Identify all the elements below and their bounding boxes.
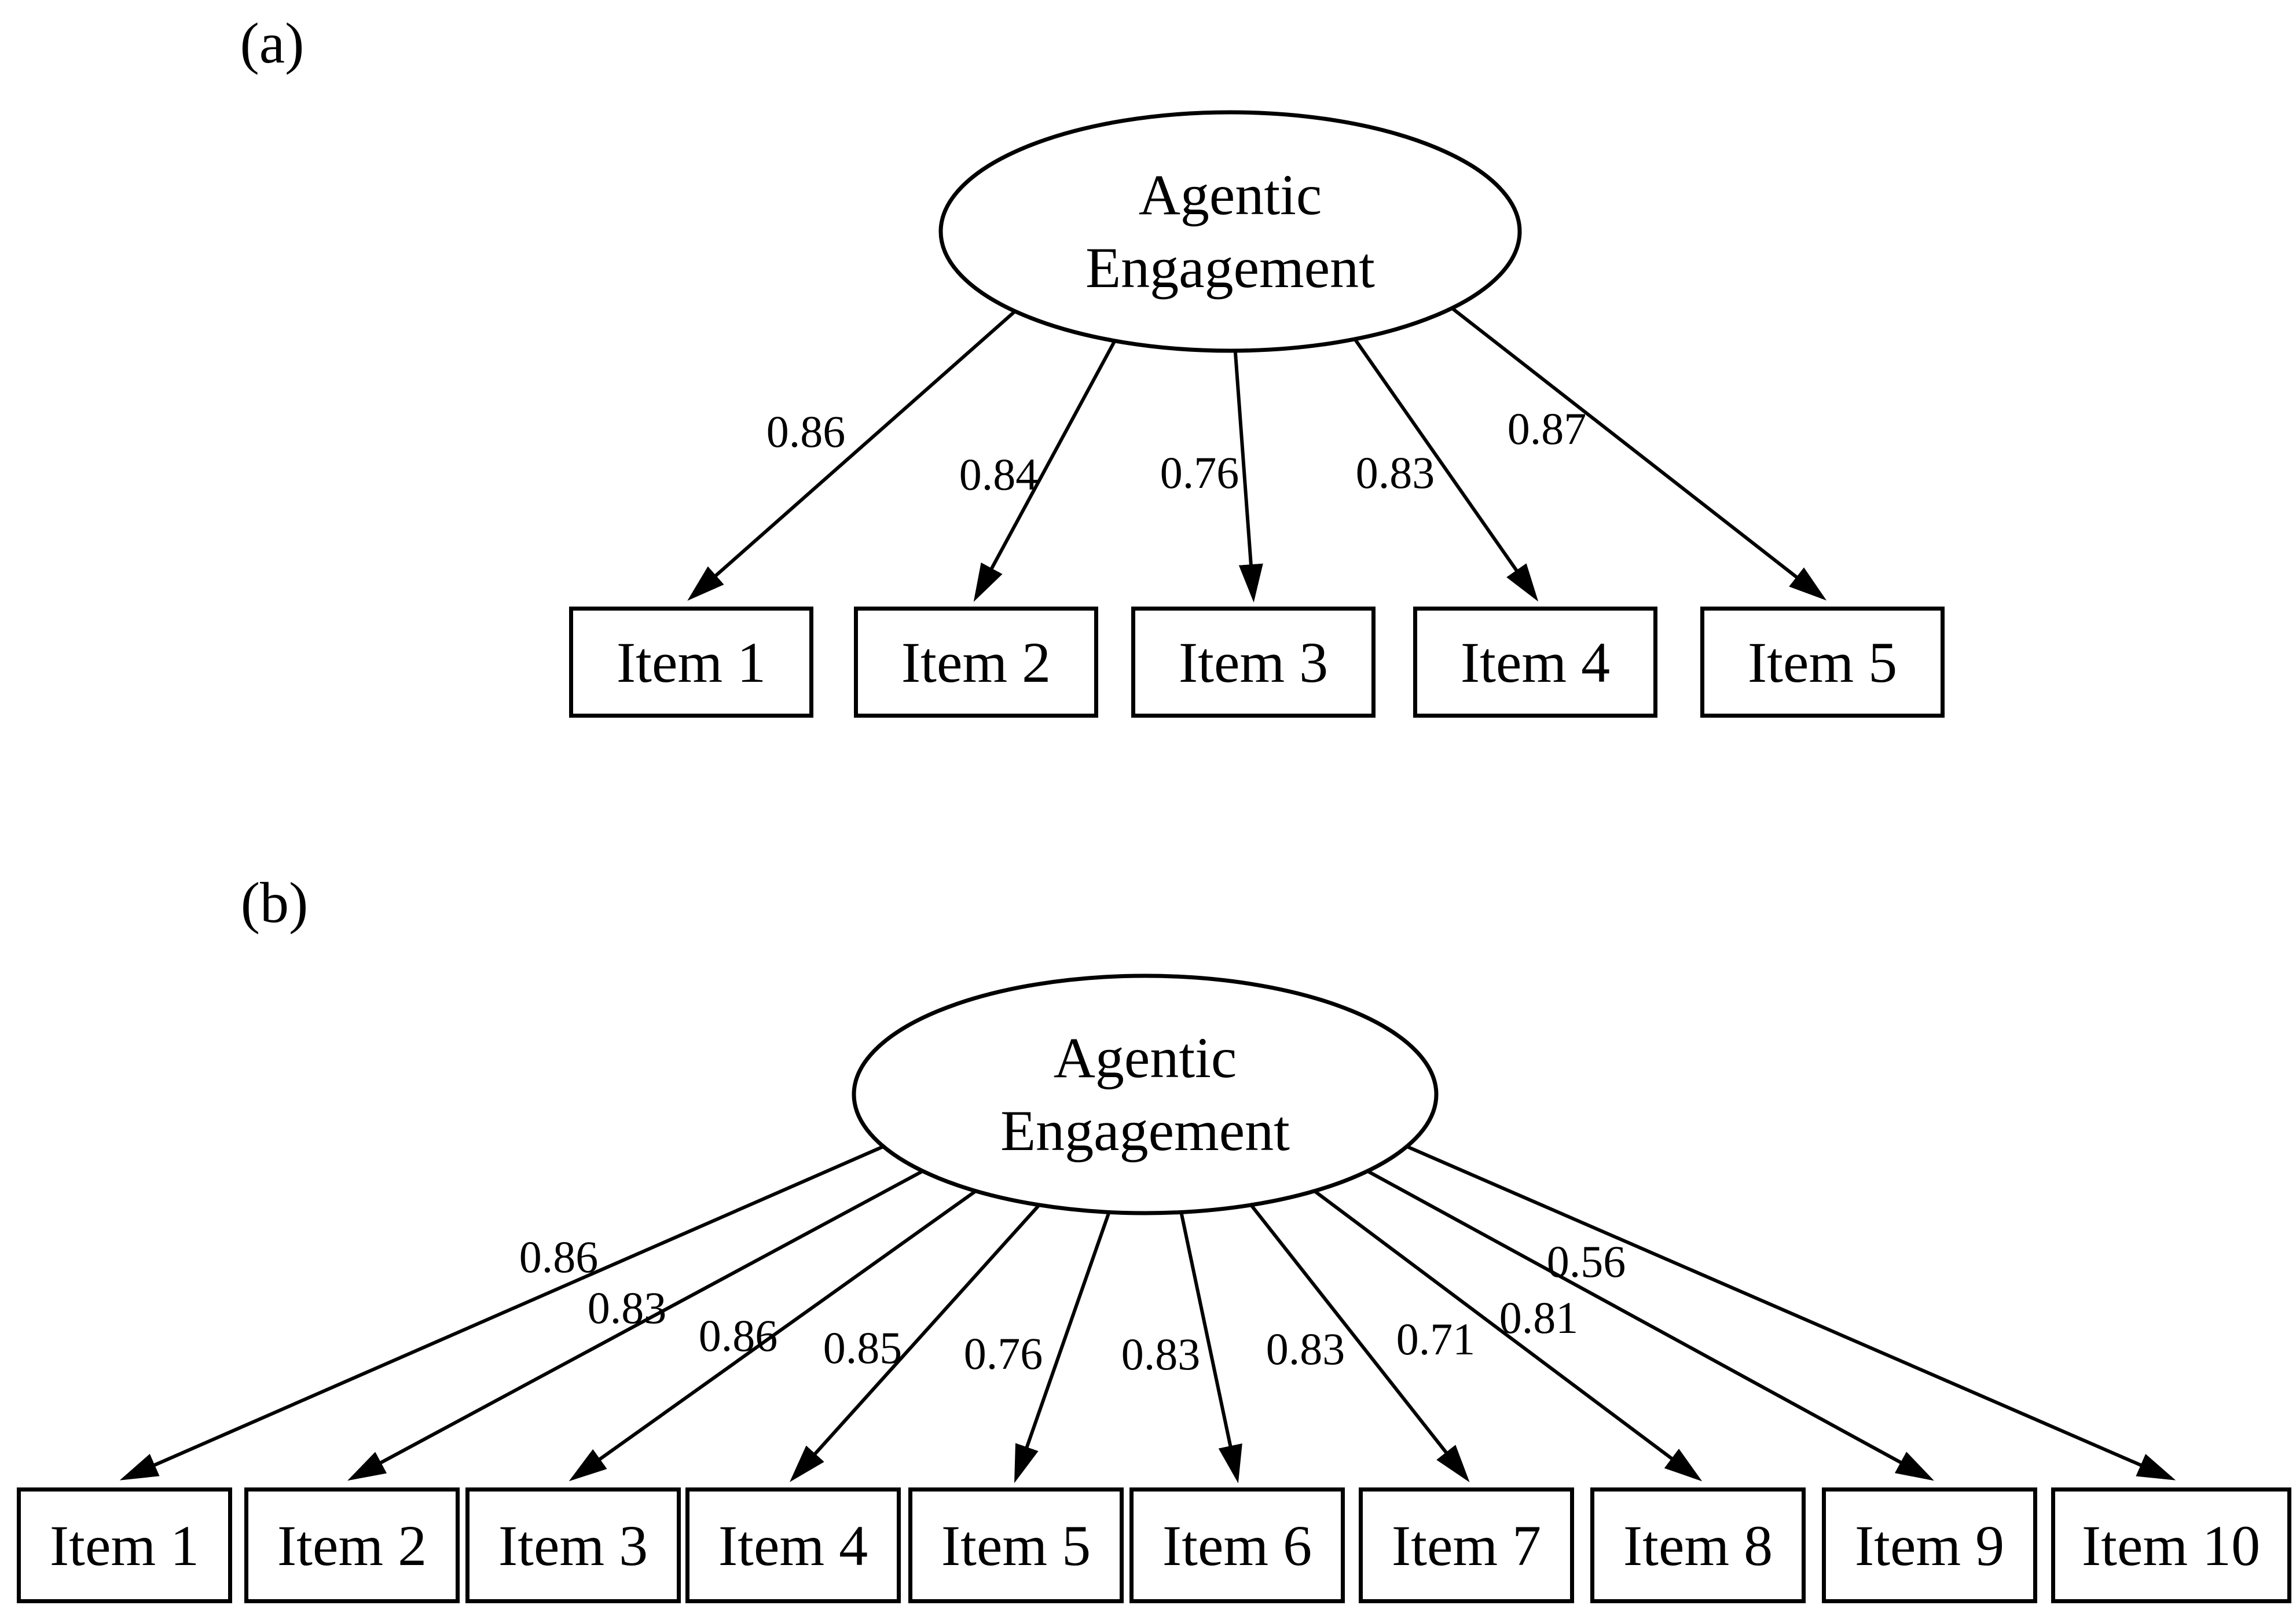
item-box-b-4: Item 4	[685, 1487, 901, 1603]
loading-value-b-2: 0.83	[587, 1283, 667, 1333]
loading-arrow-a-5	[1451, 307, 1827, 601]
loading-arrow-b-10	[1406, 1145, 2176, 1481]
loading-arrow-b-8	[1313, 1189, 1703, 1482]
panel-b-label: (b)	[240, 870, 309, 935]
item-box-a-5: Item 5	[1700, 607, 1945, 718]
panel-a-label: (a)	[240, 11, 305, 75]
loading-value-b-9: 0.81	[1499, 1292, 1579, 1343]
panel-a-arrows-group	[687, 110, 1827, 603]
item-box-a-1: Item 1	[569, 607, 813, 718]
item-box-b-8: Item 8	[1590, 1487, 1806, 1603]
item-box-a-2: Item 2	[854, 607, 1098, 718]
latent-b-line2: Engagement	[1000, 1099, 1290, 1163]
item-box-b-3: Item 3	[465, 1487, 681, 1603]
loading-value-b-4: 0.85	[823, 1323, 903, 1373]
loading-value-a-5: 0.87	[1507, 403, 1587, 454]
loading-value-b-6: 0.83	[1121, 1329, 1201, 1379]
item-box-b-6: Item 6	[1129, 1487, 1345, 1603]
latent-b-line1: Agentic	[1053, 1026, 1237, 1090]
loading-value-b-1: 0.86	[519, 1232, 599, 1282]
loading-value-a-1: 0.86	[766, 406, 846, 457]
item-box-b-10: Item 10	[2051, 1487, 2291, 1603]
latent-ellipse-b	[852, 974, 1439, 1215]
latent-ellipse-a	[938, 110, 1522, 353]
loading-arrow-b-9	[1366, 1169, 1934, 1481]
latent-a-line1: Agentic	[1138, 163, 1322, 227]
loading-arrow-a-2	[973, 340, 1117, 602]
loading-arrow-a-4	[1353, 338, 1539, 602]
item-box-b-2: Item 2	[244, 1487, 460, 1603]
loading-arrow-b-1	[119, 1145, 885, 1481]
loading-arrow-a-3	[1233, 350, 1263, 603]
item-box-a-4: Item 4	[1413, 607, 1657, 718]
loading-arrow-b-5	[1014, 1211, 1111, 1483]
item-box-b-1: Item 1	[17, 1487, 232, 1603]
loading-arrow-b-7	[1249, 1204, 1470, 1483]
latent-variable-b: Agentic Engagement	[1000, 1022, 1290, 1167]
item-box-a-3: Item 3	[1131, 607, 1376, 718]
loading-value-b-10: 0.56	[1546, 1236, 1626, 1287]
loading-value-a-3: 0.76	[1160, 447, 1239, 498]
loading-value-b-5: 0.76	[963, 1328, 1043, 1379]
loading-arrow-b-3	[569, 1189, 977, 1482]
latent-variable-a: Agentic Engagement	[1085, 159, 1375, 304]
loading-arrow-b-2	[347, 1169, 924, 1481]
item-box-b-5: Item 5	[908, 1487, 1124, 1603]
loading-value-b-8: 0.71	[1396, 1314, 1476, 1364]
latent-a-line2: Engagement	[1085, 236, 1375, 300]
loading-value-b-7: 0.83	[1266, 1324, 1345, 1374]
item-box-b-9: Item 9	[1822, 1487, 2037, 1603]
loading-arrow-b-6	[1179, 1211, 1242, 1483]
item-box-b-7: Item 7	[1359, 1487, 1574, 1603]
loading-value-b-3: 0.86	[698, 1310, 778, 1361]
panel-b-arrows-group	[119, 974, 2176, 1483]
loading-arrow-b-4	[789, 1203, 1041, 1482]
loading-value-a-4: 0.83	[1355, 447, 1435, 498]
loading-arrow-a-1	[687, 310, 1017, 601]
loading-value-a-2: 0.84	[959, 449, 1039, 499]
